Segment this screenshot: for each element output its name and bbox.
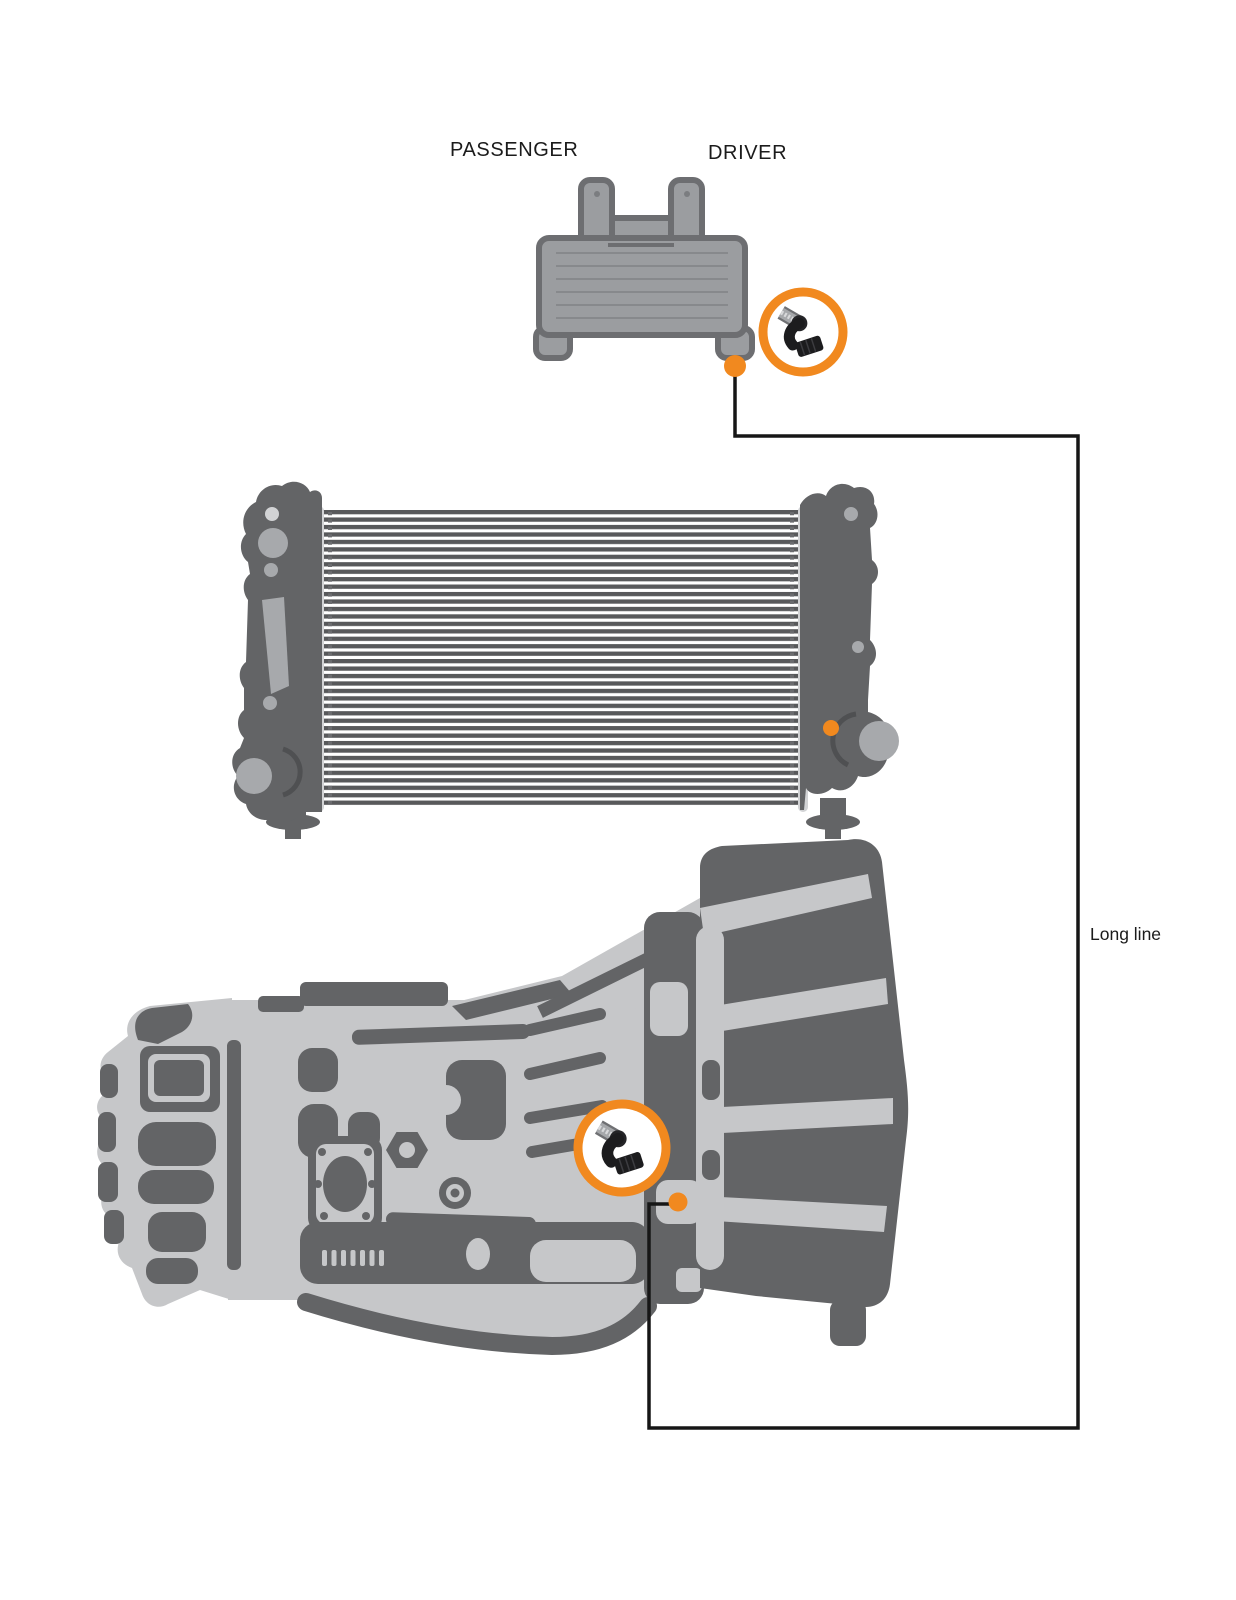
transmission-lower-rail: [297, 1222, 657, 1356]
long-line-label: Long line: [1090, 924, 1162, 944]
transmission-pan-trim: [297, 1293, 657, 1356]
cooler-port-hole-passenger: [594, 191, 600, 197]
cooler-port-marker: [724, 355, 746, 377]
radiator-core: [322, 510, 800, 808]
cooler-fitting-callout: [758, 287, 848, 377]
transmission-mount-foot: [830, 1300, 866, 1346]
cooler-body: [536, 235, 748, 338]
cooler-port-hole-driver: [684, 191, 690, 197]
bell-hub-detail-1: [702, 1060, 720, 1100]
radiator-port-marker: [823, 720, 839, 736]
transmission-hex-plug: [399, 1142, 415, 1158]
transmission-tail-fin-inner: [154, 1060, 204, 1096]
transmission: [97, 839, 909, 1356]
callout-ring: [573, 1099, 671, 1197]
radiator-foot-right: [806, 798, 860, 839]
transmission-port-marker: [668, 1192, 688, 1212]
transmission-case-top: [448, 898, 704, 1010]
cooler-fin-lines: [556, 252, 728, 319]
transmission-pto-cover: [308, 1136, 382, 1232]
radiator-tank-right-details: [830, 507, 899, 768]
transmission-cooler: [533, 177, 755, 361]
transmission-bell-housing: [696, 839, 909, 1346]
radiator-port-left: [236, 758, 272, 794]
radiator-overflow-tube: [262, 597, 289, 694]
transmission-fitting-callout: [573, 1099, 671, 1197]
radiator-port-right: [859, 721, 899, 761]
radiator-tank-left-details: [236, 507, 303, 798]
driver-side-label: DRIVER: [708, 142, 788, 164]
passenger-side-label: PASSENGER: [450, 139, 579, 161]
bell-ribs: [700, 874, 893, 1232]
transmission-pan-skirt: [300, 1284, 648, 1348]
radiator-port-bezel-left: [282, 746, 303, 798]
radiator-cap: [258, 528, 288, 558]
transmission-adapter-band: [644, 912, 704, 1304]
transmission-top-details: [258, 934, 689, 1020]
radiator-port-bezel-right: [830, 711, 857, 768]
cooler-to-transmission-long-line: [647, 372, 1080, 1430]
transmission-case-details: [298, 1008, 608, 1231]
transmission-case-notch: [431, 1085, 461, 1115]
radiator: [232, 481, 899, 839]
transmission-dipstick-boss: [439, 1177, 471, 1209]
transmission-pan-ribs: [322, 1250, 384, 1266]
bell-hub-detail-2: [702, 1150, 720, 1180]
callout-ring: [758, 287, 848, 377]
